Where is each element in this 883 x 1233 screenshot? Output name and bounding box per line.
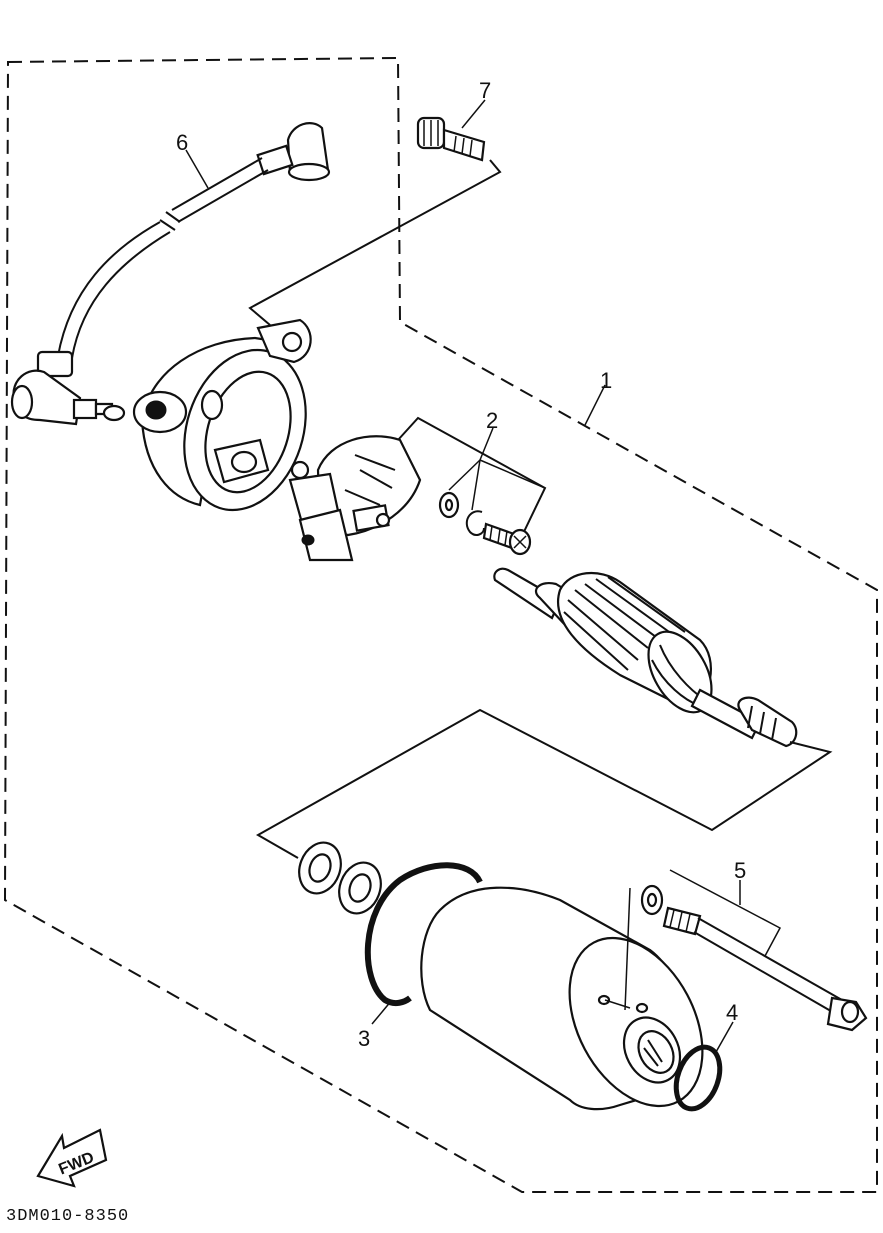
leader-6 (185, 149, 209, 189)
through-bolt-5 (640, 884, 868, 1032)
leader-3 (371, 999, 393, 1025)
callout-3: 3 (358, 1026, 370, 1051)
callout-6: 6 (176, 130, 188, 155)
screw-set-2 (438, 491, 532, 556)
rear-end-cover (132, 318, 312, 512)
callout-1: 1 (600, 368, 612, 393)
leader-4 (715, 1021, 734, 1053)
bolt-guide-line (248, 159, 502, 326)
brush-plate-assembly (288, 435, 422, 562)
leader-5-bracket (669, 869, 782, 957)
callout-7: 7 (479, 78, 491, 103)
o-ring-3 (364, 862, 483, 1007)
callout-2: 2 (486, 408, 498, 433)
brush-bracket (397, 416, 547, 541)
leader-1 (584, 384, 606, 426)
leader-2c (479, 459, 546, 489)
leader-2b (471, 459, 481, 511)
bolt-7 (416, 116, 486, 162)
fwd-arrow-icon: FWD (36, 1128, 108, 1188)
callout-5: 5 (734, 858, 746, 883)
lead-wire-6 (10, 122, 331, 426)
leader-7 (461, 99, 486, 129)
drawing-code: 3DM010-8350 (6, 1207, 129, 1226)
leader-2a (448, 427, 494, 491)
assembly-boundary (3, 56, 878, 1193)
o-ring-4 (673, 1044, 723, 1112)
armature (493, 567, 798, 748)
shims (298, 841, 382, 915)
armature-bracket (255, 708, 833, 859)
callout-4: 4 (726, 1000, 738, 1025)
